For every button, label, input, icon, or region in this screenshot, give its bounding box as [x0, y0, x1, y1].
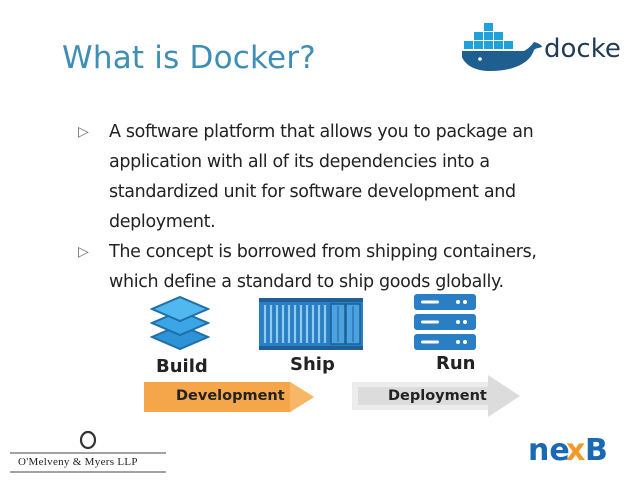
shipping-container-icon: [259, 298, 363, 350]
svg-text:B: B: [585, 433, 608, 466]
svg-text:x: x: [566, 433, 585, 466]
bullet-text: A software platform that allows you to p…: [109, 122, 534, 232]
bullet-text: The concept is borrowed from shipping co…: [109, 242, 537, 292]
run-icon: [412, 292, 478, 357]
bullet-item: ▷ The concept is borrowed from shipping …: [76, 237, 576, 297]
svg-text:ne: ne: [528, 433, 570, 466]
docker-logo-text: docker: [544, 34, 622, 64]
deployment-arrow: [348, 374, 524, 423]
development-label: Development: [176, 388, 285, 404]
development-arrow: [144, 378, 320, 421]
deployment-label: Deployment: [388, 388, 487, 404]
build-label: Build: [156, 356, 208, 377]
nexb-logo: ne x B: [528, 430, 628, 471]
ship-label: Ship: [290, 354, 335, 375]
layers-icon: [149, 295, 211, 351]
docker-logo: docker: [460, 15, 632, 80]
build-icon: [149, 287, 211, 358]
run-label: Run: [436, 353, 476, 374]
slide-title: What is Docker?: [62, 40, 316, 76]
ship-icon: [257, 296, 365, 357]
law-firm-name: O'Melveny & Myers LLP: [18, 456, 138, 468]
bullet-list: ▷ A software platform that allows you to…: [76, 117, 576, 297]
triangle-bullet-icon: ▷: [78, 124, 89, 140]
docker-whale-icon: [460, 23, 542, 71]
omelveny-logo: [8, 425, 168, 480]
server-stack-icon: [414, 294, 476, 350]
bullet-item: ▷ A software platform that allows you to…: [76, 117, 576, 237]
triangle-bullet-icon: ▷: [78, 244, 89, 260]
